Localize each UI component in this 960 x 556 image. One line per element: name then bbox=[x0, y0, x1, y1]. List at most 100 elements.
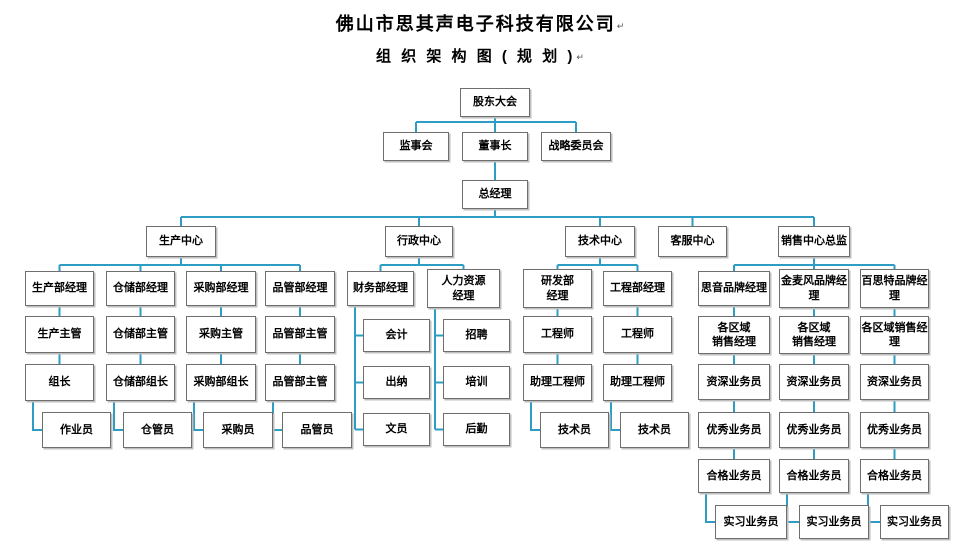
org-node-production-supervisor: 生产主管 bbox=[25, 316, 94, 353]
org-node-strategy-committee: 战略委员会 bbox=[541, 132, 611, 161]
connector-line bbox=[530, 401, 540, 431]
org-node-buyer: 采购员 bbox=[203, 412, 273, 448]
org-node-shareholders: 股东大会 bbox=[460, 88, 530, 117]
connector-line bbox=[113, 401, 123, 431]
org-node-brand-manager-jinmaifeng: 金麦风品牌经理 bbox=[779, 269, 849, 308]
org-node-label: 总经理 bbox=[478, 188, 512, 201]
org-node-logistics: 后勤 bbox=[443, 413, 510, 446]
org-node-label: 招聘 bbox=[465, 329, 488, 342]
org-node-operator: 作业员 bbox=[42, 412, 111, 448]
paragraph-mark-icon: ↵ bbox=[576, 52, 584, 62]
org-node-excellent-sales-1: 优秀业务员 bbox=[698, 412, 770, 448]
org-node-label: 采购员 bbox=[221, 423, 255, 436]
org-node-label: 仓储部经理 bbox=[113, 282, 168, 295]
org-node-purchasing-manager: 采购部经理 bbox=[186, 271, 256, 306]
org-node-intern-sales-2: 实习业务员 bbox=[799, 505, 869, 539]
org-node-regional-sales-manager-3: 各区域销售经理 bbox=[860, 316, 929, 354]
paragraph-mark-icon: ↵ bbox=[616, 21, 625, 31]
org-node-label: 资深业务员 bbox=[867, 375, 922, 388]
org-node-label: 实习业务员 bbox=[887, 515, 942, 528]
org-node-label: 品管部经理 bbox=[272, 282, 328, 295]
org-node-label: 仓管员 bbox=[141, 423, 174, 436]
org-node-label: 后勤 bbox=[465, 423, 488, 436]
org-node-label: 财务部经理 bbox=[353, 282, 408, 295]
org-node-purchasing-leader: 采购部组长 bbox=[186, 364, 256, 401]
connector-line bbox=[272, 401, 282, 431]
org-node-label: 文员 bbox=[385, 423, 408, 436]
org-node-intern-sales-1: 实习业务员 bbox=[715, 505, 787, 539]
org-node-sales-director: 销售中心总监 bbox=[778, 226, 850, 257]
org-node-label: 理 bbox=[808, 289, 820, 302]
org-node-label: 工程师 bbox=[541, 328, 574, 341]
org-node-label: 资深业务员 bbox=[706, 375, 762, 388]
connector-line bbox=[705, 493, 715, 523]
connector-line bbox=[786, 493, 799, 523]
org-node-intern-sales-3: 实习业务员 bbox=[880, 505, 949, 539]
org-node-production-center: 生产中心 bbox=[146, 226, 216, 257]
org-node-label: 会计 bbox=[385, 329, 408, 342]
org-node-label: 理 bbox=[889, 336, 900, 348]
org-node-label: 销售经理 bbox=[712, 336, 756, 348]
org-node-label: 采购部经理 bbox=[193, 282, 249, 295]
org-node-assistant-engineer-rd: 助理工程师 bbox=[523, 364, 592, 401]
org-node-label: 品管员 bbox=[300, 423, 334, 436]
org-node-label: 出纳 bbox=[385, 376, 408, 389]
org-node-label: 优秀业务员 bbox=[867, 423, 922, 436]
org-node-label: 客服中心 bbox=[670, 235, 715, 248]
org-node-admin-center: 行政中心 bbox=[385, 226, 453, 257]
org-node-excellent-sales-3: 优秀业务员 bbox=[860, 412, 929, 448]
org-node-label: 助理工程师 bbox=[610, 376, 665, 389]
org-node-label: 仓储部主管 bbox=[113, 328, 168, 341]
org-node-rd-manager: 研发部经理 bbox=[523, 269, 592, 308]
org-node-training: 培训 bbox=[443, 366, 510, 399]
org-node-label: 技术员 bbox=[558, 423, 591, 436]
org-node-label: 金麦风品牌经 bbox=[781, 275, 847, 288]
connector-line bbox=[867, 493, 880, 523]
org-node-label: 采购部组长 bbox=[193, 376, 249, 389]
org-node-label: 百思特品牌经 bbox=[861, 275, 928, 288]
org-node-qc-inspector: 品管员 bbox=[282, 412, 352, 448]
org-node-qc-manager: 品管部经理 bbox=[265, 271, 335, 306]
org-node-regional-sales-manager-1: 各区域销售经理 bbox=[698, 316, 770, 354]
org-node-label: 技术员 bbox=[638, 423, 671, 436]
org-node-recruiting: 招聘 bbox=[443, 319, 510, 352]
org-node-warehouse-manager: 仓储部经理 bbox=[106, 271, 175, 306]
org-node-label: 组长 bbox=[48, 376, 71, 389]
org-node-label: 工程部经理 bbox=[610, 282, 665, 295]
org-node-label: 股东大会 bbox=[473, 96, 517, 109]
org-node-qualified-sales-2: 合格业务员 bbox=[779, 459, 849, 493]
org-node-label: 合格业务员 bbox=[786, 469, 842, 482]
org-node-service-center: 客服中心 bbox=[658, 226, 727, 257]
org-node-production-manager: 生产部经理 bbox=[25, 271, 94, 306]
org-node-label: 董事长 bbox=[478, 140, 512, 153]
org-node-label: 资深业务员 bbox=[786, 375, 842, 388]
org-node-label: 合格业务员 bbox=[867, 469, 922, 482]
org-node-technician-rd: 技术员 bbox=[540, 412, 609, 448]
org-node-qualified-sales-3: 合格业务员 bbox=[860, 459, 929, 493]
org-node-brand-manager-siyin: 思音品牌经理 bbox=[698, 271, 770, 306]
org-node-senior-sales-1: 资深业务员 bbox=[698, 364, 770, 400]
org-node-excellent-sales-2: 优秀业务员 bbox=[779, 412, 849, 448]
org-node-finance-manager: 财务部经理 bbox=[347, 271, 414, 306]
org-node-clerk: 文员 bbox=[363, 413, 430, 446]
org-node-label: 人力资源 bbox=[441, 275, 486, 288]
org-node-qualified-sales-1: 合格业务员 bbox=[698, 459, 770, 493]
org-node-label: 仓储部组长 bbox=[113, 376, 168, 389]
org-node-label: 优秀业务员 bbox=[706, 423, 762, 436]
org-node-cashier: 出纳 bbox=[363, 366, 430, 399]
org-node-brand-manager-baisite: 百思特品牌经理 bbox=[860, 269, 929, 308]
org-node-label: 培训 bbox=[465, 376, 488, 389]
org-node-supervisory-board: 监事会 bbox=[383, 132, 449, 161]
org-node-label: 销售中心总监 bbox=[781, 235, 847, 248]
org-node-label: 各区域 bbox=[797, 321, 831, 334]
org-node-senior-sales-3: 资深业务员 bbox=[860, 364, 929, 400]
connector-line bbox=[193, 401, 203, 431]
org-node-label: 作业员 bbox=[60, 423, 93, 436]
connector-line bbox=[32, 401, 42, 431]
connector-line bbox=[610, 401, 620, 431]
org-node-label: 战略委员会 bbox=[548, 140, 604, 153]
org-node-accountant: 会计 bbox=[363, 319, 430, 352]
org-node-qc-leader: 品管部主管 bbox=[265, 364, 335, 401]
org-node-regional-sales-manager-2: 各区域销售经理 bbox=[779, 316, 849, 354]
